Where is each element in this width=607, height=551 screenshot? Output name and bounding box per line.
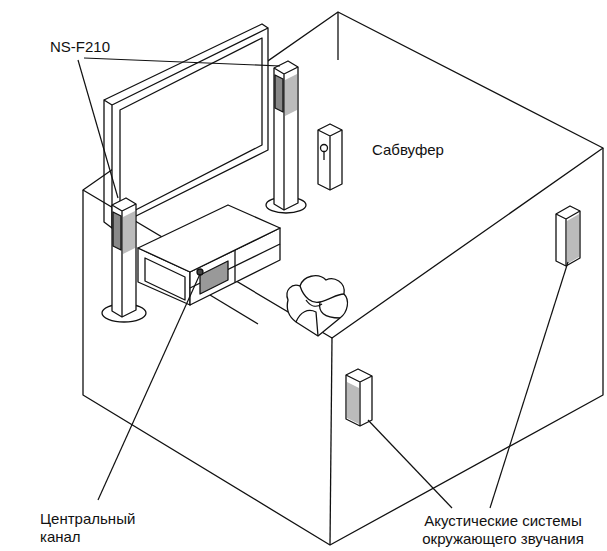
armchair bbox=[287, 276, 348, 336]
surround-speaker-left bbox=[346, 369, 372, 426]
room-outline bbox=[83, 12, 603, 545]
subwoofer bbox=[318, 124, 342, 190]
callout-label: Центральный канал bbox=[40, 510, 152, 546]
callout-label: Сабвуфер bbox=[372, 141, 444, 159]
tv-screen bbox=[104, 24, 268, 228]
front-left-speaker bbox=[102, 198, 146, 322]
callout-label: Акустические системы окружающего звучани… bbox=[404, 512, 602, 548]
surround-speaker-right bbox=[556, 206, 580, 266]
front-right-speaker bbox=[266, 61, 306, 213]
leader-lines bbox=[78, 58, 568, 508]
av-cabinet bbox=[138, 205, 280, 305]
callout-label: NS-F210 bbox=[50, 38, 110, 56]
